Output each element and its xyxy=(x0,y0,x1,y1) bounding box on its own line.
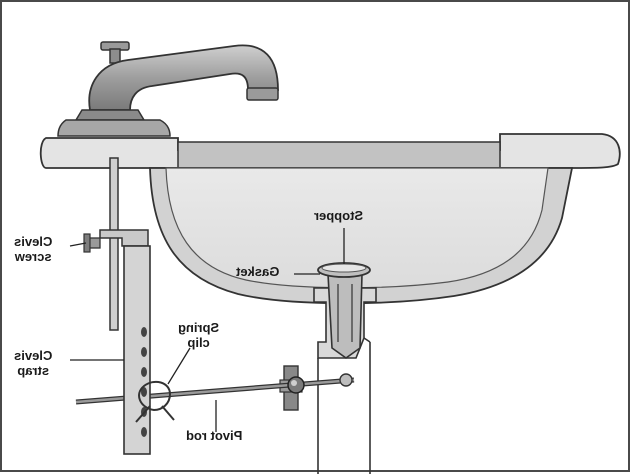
stopper-label: Stopper xyxy=(314,208,364,223)
clevis-screw-label: Clevis screw xyxy=(14,234,52,264)
pivot-rod-label: Pivot rod xyxy=(186,428,243,443)
stopper xyxy=(317,262,371,278)
clevis-strap-label: Clevis strap xyxy=(14,348,52,378)
spring-clip-label-line1: Spring xyxy=(178,320,220,335)
drain-assembly xyxy=(279,273,377,474)
leader-lines xyxy=(69,228,345,432)
clevis-strap-label-line1: Clevis xyxy=(14,348,53,363)
clevis-screw-label-line2: screw xyxy=(14,249,52,264)
clevis-strap-label-line2: strap xyxy=(17,363,50,378)
spring-clip-label-line2: clip xyxy=(187,335,210,350)
pivot-rod xyxy=(75,373,355,405)
clevis-screw-label-line1: Clevis xyxy=(14,234,53,249)
spring-clip xyxy=(135,380,175,423)
spring-clip-label: Spring clip xyxy=(178,320,219,350)
clevis-strap xyxy=(83,157,151,455)
faucet xyxy=(57,41,279,137)
gasket-label: Gasket xyxy=(236,264,280,279)
sink-basin xyxy=(39,133,621,305)
